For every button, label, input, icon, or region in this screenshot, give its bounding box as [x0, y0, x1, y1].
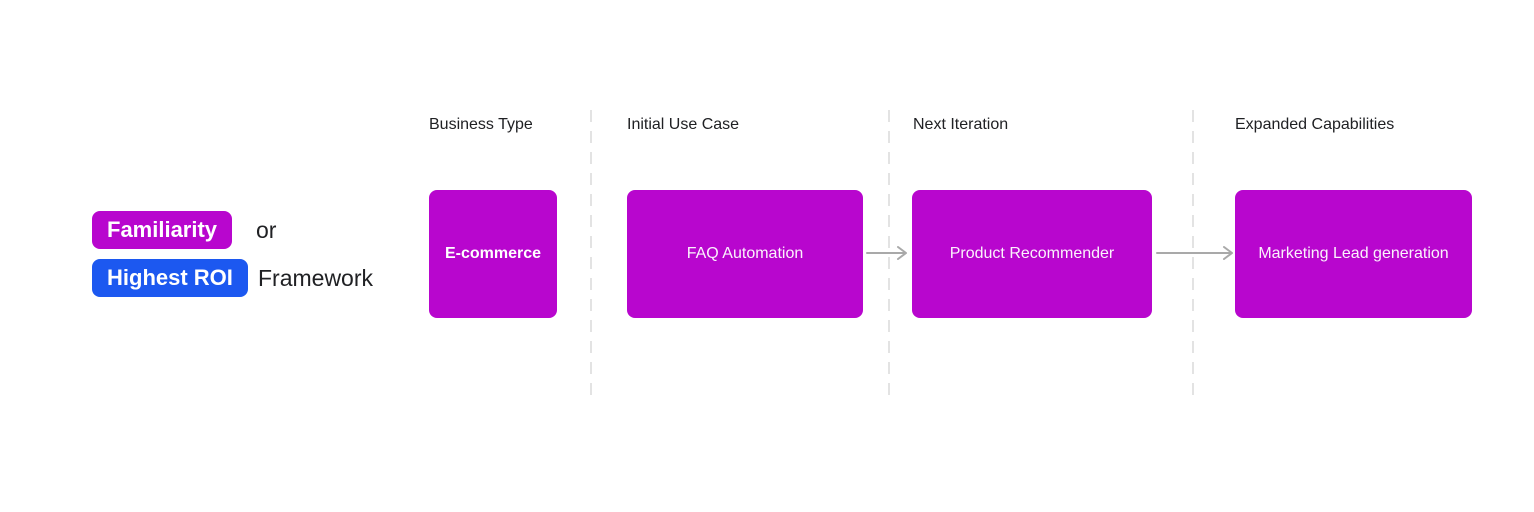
column-header-next-iteration: Next Iteration [913, 116, 1009, 133]
column-header-initial-use-case: Initial Use Case [627, 116, 740, 133]
node-label: Product Recommender [949, 245, 1115, 262]
arrow-right-icon [866, 246, 907, 260]
framework-label: Framework [258, 265, 374, 291]
node-label: FAQ Automation [686, 245, 804, 262]
node-label: Marketing Lead generation [1258, 245, 1449, 262]
node-product-recommender: Product Recommender [912, 190, 1152, 318]
column-header-expanded-capabilities: Expanded Capabilities [1235, 116, 1395, 133]
node-faq-automation: FAQ Automation [627, 190, 863, 318]
or-label: or [256, 217, 277, 243]
familiarity-badge: Familiarity [92, 211, 233, 249]
column-divider [888, 110, 890, 399]
column-header-business-type: Business Type [429, 116, 533, 133]
node-marketing-lead-generation: Marketing Lead generation [1235, 190, 1472, 318]
node-label: E-commerce [444, 245, 542, 262]
arrow-right-icon [1156, 246, 1233, 260]
highest-roi-badge: Highest ROI [92, 259, 248, 297]
node-e-commerce: E-commerce [429, 190, 557, 318]
column-divider [1192, 110, 1194, 399]
column-divider [590, 110, 592, 399]
